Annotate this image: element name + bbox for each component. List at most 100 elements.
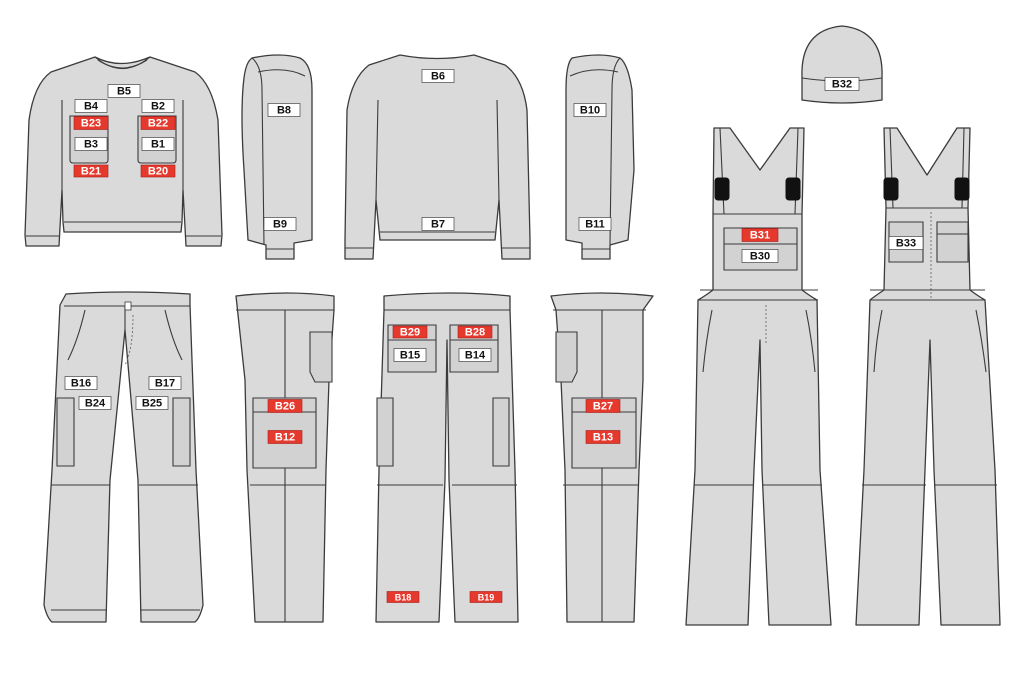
label-text-b17: B17 [155, 378, 175, 390]
label-text-b9: B9 [273, 219, 287, 231]
label-text-b24: B24 [85, 398, 106, 410]
label-b3: B3 [74, 137, 108, 151]
label-box-b23 [73, 116, 109, 130]
label-b1: B1 [141, 137, 175, 151]
label-b4: B4 [74, 99, 108, 113]
label-text-b8: B8 [277, 105, 291, 117]
label-text-b29: B29 [400, 327, 420, 339]
label-text-b3: B3 [84, 139, 98, 151]
trousers-back [375, 292, 519, 623]
beanie [801, 25, 883, 104]
label-text-b19: B19 [478, 593, 495, 603]
label-box-b17 [148, 376, 182, 390]
label-text-b33: B33 [896, 238, 916, 250]
label-text-b6: B6 [431, 71, 445, 83]
label-box-b2 [141, 99, 175, 113]
label-box-b4 [74, 99, 108, 113]
label-b29: B29 [392, 325, 428, 339]
label-b18: B18 [386, 591, 420, 603]
label-box-b32 [824, 77, 860, 91]
label-text-b15: B15 [400, 350, 420, 362]
trousers-side-right [550, 292, 654, 623]
label-text-b22: B22 [148, 118, 168, 130]
label-text-b4: B4 [84, 101, 99, 113]
label-box-b31 [741, 228, 779, 242]
label-b13: B13 [585, 430, 621, 444]
label-b22: B22 [140, 116, 176, 130]
label-text-b25: B25 [142, 398, 162, 410]
overalls-front [685, 127, 832, 626]
label-b20: B20 [140, 164, 176, 178]
label-b9: B9 [263, 217, 297, 231]
label-box-b11 [578, 217, 612, 231]
label-text-b30: B30 [750, 251, 770, 263]
label-text-b1: B1 [151, 139, 165, 151]
label-text-b14: B14 [465, 350, 486, 362]
label-b26: B26 [267, 399, 303, 413]
label-box-b19 [469, 591, 503, 603]
label-text-b32: B32 [832, 79, 852, 91]
label-text-b21: B21 [81, 166, 101, 178]
label-box-b3 [74, 137, 108, 151]
label-box-b20 [140, 164, 176, 178]
label-b8: B8 [267, 103, 301, 117]
label-text-b18: B18 [395, 593, 412, 603]
label-b5: B5 [107, 84, 141, 98]
label-b11: B11 [578, 217, 612, 231]
label-box-b30 [741, 249, 779, 263]
label-box-b1 [141, 137, 175, 151]
label-box-b9 [263, 217, 297, 231]
label-box-b22 [140, 116, 176, 130]
label-text-b5: B5 [117, 86, 131, 98]
label-b2: B2 [141, 99, 175, 113]
label-b28: B28 [457, 325, 493, 339]
label-b16: B16 [64, 376, 98, 390]
label-b23: B23 [73, 116, 109, 130]
label-text-b31: B31 [750, 230, 770, 242]
label-text-b11: B11 [585, 219, 605, 231]
label-box-b25 [135, 396, 169, 410]
label-text-b27: B27 [593, 401, 613, 413]
label-text-b10: B10 [580, 105, 600, 117]
label-b14: B14 [458, 348, 492, 362]
label-text-b2: B2 [151, 101, 165, 113]
label-b12: B12 [267, 430, 303, 444]
label-box-b14 [458, 348, 492, 362]
label-box-b15 [393, 348, 427, 362]
label-b33: B33 [888, 236, 924, 250]
label-text-b28: B28 [465, 327, 485, 339]
label-text-b7: B7 [431, 219, 445, 231]
label-box-b28 [457, 325, 493, 339]
label-b21: B21 [73, 164, 109, 178]
label-b24: B24 [78, 396, 112, 410]
label-text-b16: B16 [71, 378, 91, 390]
label-b15: B15 [393, 348, 427, 362]
label-box-b21 [73, 164, 109, 178]
label-text-b20: B20 [148, 166, 168, 178]
label-box-b12 [267, 430, 303, 444]
sweatshirt-back [344, 54, 531, 260]
label-b19: B19 [469, 591, 503, 603]
label-box-b27 [585, 399, 621, 413]
label-box-b13 [585, 430, 621, 444]
label-b32: B32 [824, 77, 860, 91]
label-box-b7 [421, 217, 455, 231]
label-b17: B17 [148, 376, 182, 390]
label-b10: B10 [573, 103, 607, 117]
trousers-front [43, 291, 204, 623]
label-b6: B6 [421, 69, 455, 83]
label-box-b16 [64, 376, 98, 390]
label-box-b10 [573, 103, 607, 117]
label-box-b33 [888, 236, 924, 250]
label-box-b26 [267, 399, 303, 413]
label-box-b6 [421, 69, 455, 83]
overalls-back [855, 127, 1001, 626]
label-b27: B27 [585, 399, 621, 413]
label-box-b5 [107, 84, 141, 98]
label-text-b13: B13 [593, 432, 613, 444]
label-b25: B25 [135, 396, 169, 410]
label-box-b8 [267, 103, 301, 117]
label-box-b29 [392, 325, 428, 339]
